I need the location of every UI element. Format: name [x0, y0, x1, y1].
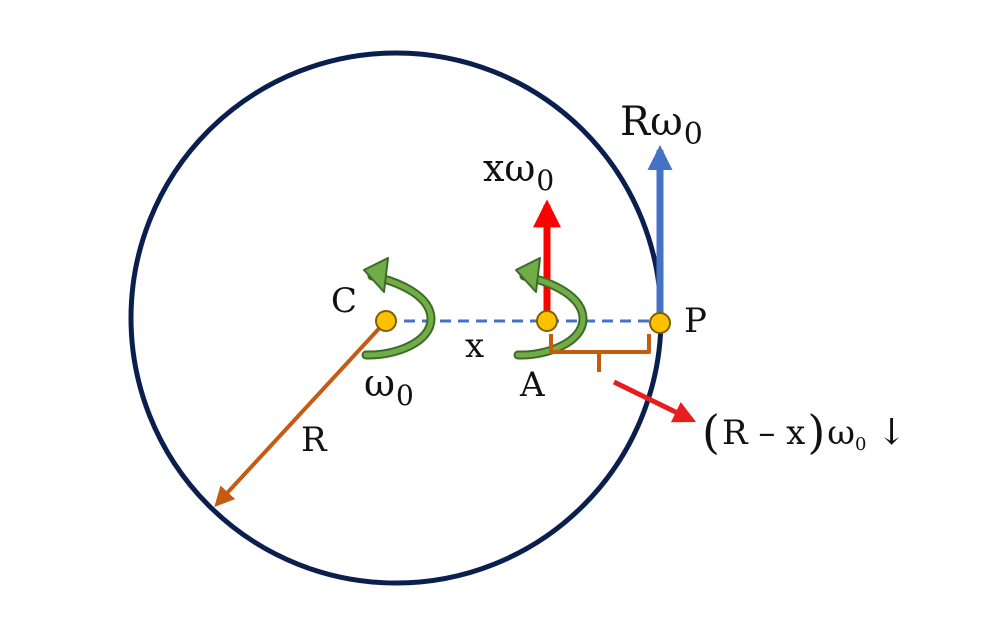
label-a: A	[519, 365, 545, 405]
rotation-arrow-a	[513, 257, 588, 360]
label-velocity-a: xω0	[483, 146, 554, 197]
label-r: R	[301, 420, 328, 460]
point-a	[536, 310, 558, 332]
pointer-arrow	[612, 379, 697, 423]
label-relative-velocity: (R – x)ω0↓	[702, 405, 907, 459]
point-p	[649, 312, 671, 334]
point-c	[375, 310, 397, 332]
brace-a-to-p	[549, 334, 651, 372]
rotation-arrow-c	[361, 257, 436, 360]
label-c: C	[331, 281, 357, 321]
label-velocity-p: Rω0	[620, 99, 703, 152]
label-omega-c: ω0	[364, 361, 414, 412]
radius-arrow	[214, 319, 388, 507]
label-p: P	[684, 301, 707, 341]
label-x: x	[465, 326, 484, 366]
